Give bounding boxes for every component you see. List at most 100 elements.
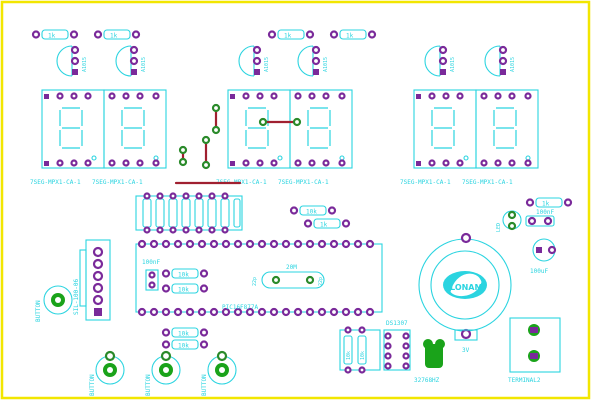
svg-text:A1015: A1015 — [450, 57, 456, 72]
mcu-pad — [281, 307, 291, 317]
display-label: 7SEG-MPX1-CA-1 — [30, 179, 81, 186]
led-label: LED — [496, 223, 502, 232]
cap-label: 100uF — [530, 268, 548, 275]
mcu-pad — [149, 239, 159, 249]
button-label: BUTTON — [35, 300, 42, 322]
svg-text:7SEG-MPX1-CA-1: 7SEG-MPX1-CA-1 — [278, 179, 329, 186]
mcu-pad — [209, 307, 219, 317]
terminal-block: TERMINAL2 — [508, 317, 561, 384]
resistor-array — [135, 192, 243, 234]
transistor-label: A1015 — [141, 57, 147, 72]
mcu-pad — [281, 239, 291, 249]
seven-seg-display-left: 7SEG-MPX1-CA-1 7SEG-MPX1-CA-1 — [30, 89, 167, 186]
cap-label: 100nF — [536, 209, 554, 216]
crystal-outline — [261, 271, 325, 289]
mcu-pad — [185, 307, 195, 317]
mcu-pad — [365, 239, 375, 249]
mcu-pad — [353, 239, 363, 249]
resistor-value: 1k — [110, 33, 118, 40]
mcu-pad — [137, 239, 147, 249]
rtc-ds1307: 10k 10k DS1307 32768HZ — [339, 320, 445, 384]
svg-text:10k: 10k — [178, 331, 189, 338]
sil-connector: SIL-100-06 — [73, 239, 111, 321]
mcu-pad — [233, 239, 243, 249]
mcu-pad — [137, 307, 147, 317]
mcu-pad — [257, 307, 267, 317]
mcu-pad — [317, 307, 327, 317]
mcu-pad — [305, 307, 315, 317]
svg-text:22p: 22p — [318, 277, 324, 286]
right-power-group: LED 1k 100nF 100uF — [496, 197, 573, 275]
mcu-pad — [365, 307, 375, 317]
top-mid-driver-group: 1k 1k A1015 A1015 — [238, 29, 377, 77]
mcu-pad — [305, 239, 315, 249]
mcu-pad — [341, 239, 351, 249]
pad — [69, 30, 79, 39]
resistor-value: 1k — [48, 33, 56, 40]
seven-seg-display-right: 7SEG-MPX1-CA-1 7SEG-MPX1-CA-1 — [400, 89, 539, 186]
jumper-traces — [174, 103, 302, 185]
mcu-top-resistors: 10k 1k — [289, 205, 351, 229]
mcu-pad — [329, 307, 339, 317]
resistor-value: 1k — [346, 33, 354, 40]
mcu-pad — [221, 239, 231, 249]
crystal-label: 32768HZ — [414, 377, 440, 384]
battery-holder: 3V LONAM — [418, 232, 512, 354]
mcu-pad — [341, 307, 351, 317]
mcu-pad — [233, 307, 243, 317]
svg-text:BUTTON: BUTTON — [201, 374, 208, 396]
svg-text:10k: 10k — [178, 287, 189, 294]
mcu-pad — [197, 307, 207, 317]
svg-text:10k: 10k — [346, 351, 352, 360]
transistor-label: A1015 — [82, 57, 88, 72]
rtc-label: DS1307 — [386, 320, 408, 327]
mcu-pad — [269, 307, 279, 317]
svg-text:10k: 10k — [178, 343, 189, 350]
mcu-pad — [245, 239, 255, 249]
pad — [31, 30, 41, 39]
mcu-pad — [149, 307, 159, 317]
mcu-pad — [293, 239, 303, 249]
pad — [93, 30, 103, 39]
svg-text:10k: 10k — [360, 351, 366, 360]
mcu-pad — [329, 239, 339, 249]
mcu-pad — [161, 307, 171, 317]
connector-label: SIL-100-06 — [73, 278, 80, 315]
svg-text:10k: 10k — [306, 209, 317, 216]
bottom-resistors: 10k 10k — [161, 327, 209, 350]
button-left: BUTTON — [35, 285, 73, 322]
svg-text:7SEG-MPX1-CA-1: 7SEG-MPX1-CA-1 — [216, 179, 267, 186]
mcu-pad — [173, 307, 183, 317]
mcu-pad — [353, 307, 363, 317]
svg-text:A1015: A1015 — [264, 57, 270, 72]
top-right-driver-group: A1015 A1015 — [424, 45, 516, 77]
svg-text:A1015: A1015 — [510, 57, 516, 72]
cap-label: 100nF — [142, 259, 160, 266]
mcu-pad — [185, 239, 195, 249]
transistor-outline — [56, 45, 73, 77]
svg-text:BUTTON: BUTTON — [89, 374, 96, 396]
svg-text:22p: 22p — [252, 277, 258, 286]
svg-text:10k: 10k — [178, 272, 189, 279]
resistor-body — [103, 29, 131, 40]
svg-text:7SEG-MPX1-CA-1: 7SEG-MPX1-CA-1 — [400, 179, 451, 186]
mcu-footprint: 100nF 10k 10k 20M 22p 22p PIC16F877A — [135, 239, 383, 317]
mcu-pad — [293, 307, 303, 317]
mcu-pad — [161, 239, 171, 249]
buttons-bottom: BUTTON BUTTON BUTTON — [89, 350, 237, 396]
seven-seg-display-mid: 7SEG-MPX1-CA-1 7SEG-MPX1-CA-1 — [216, 89, 353, 186]
mcu-pad — [221, 307, 231, 317]
resistor-value: 1k — [284, 33, 292, 40]
svg-text:1k: 1k — [320, 222, 328, 229]
display-label: 7SEG-MPX1-CA-1 — [92, 179, 143, 186]
top-left-driver-group: 1k 1k A1015 A1015 — [31, 29, 147, 77]
crystal-label: 20M — [286, 264, 297, 271]
mcu-pad — [317, 239, 327, 249]
mcu-pad — [197, 239, 207, 249]
mcu-pad — [245, 307, 255, 317]
battery-label: 3V — [462, 347, 470, 354]
svg-text:A1015: A1015 — [323, 57, 329, 72]
mcu-pad — [257, 239, 267, 249]
logo-text: LONAM — [450, 283, 483, 292]
